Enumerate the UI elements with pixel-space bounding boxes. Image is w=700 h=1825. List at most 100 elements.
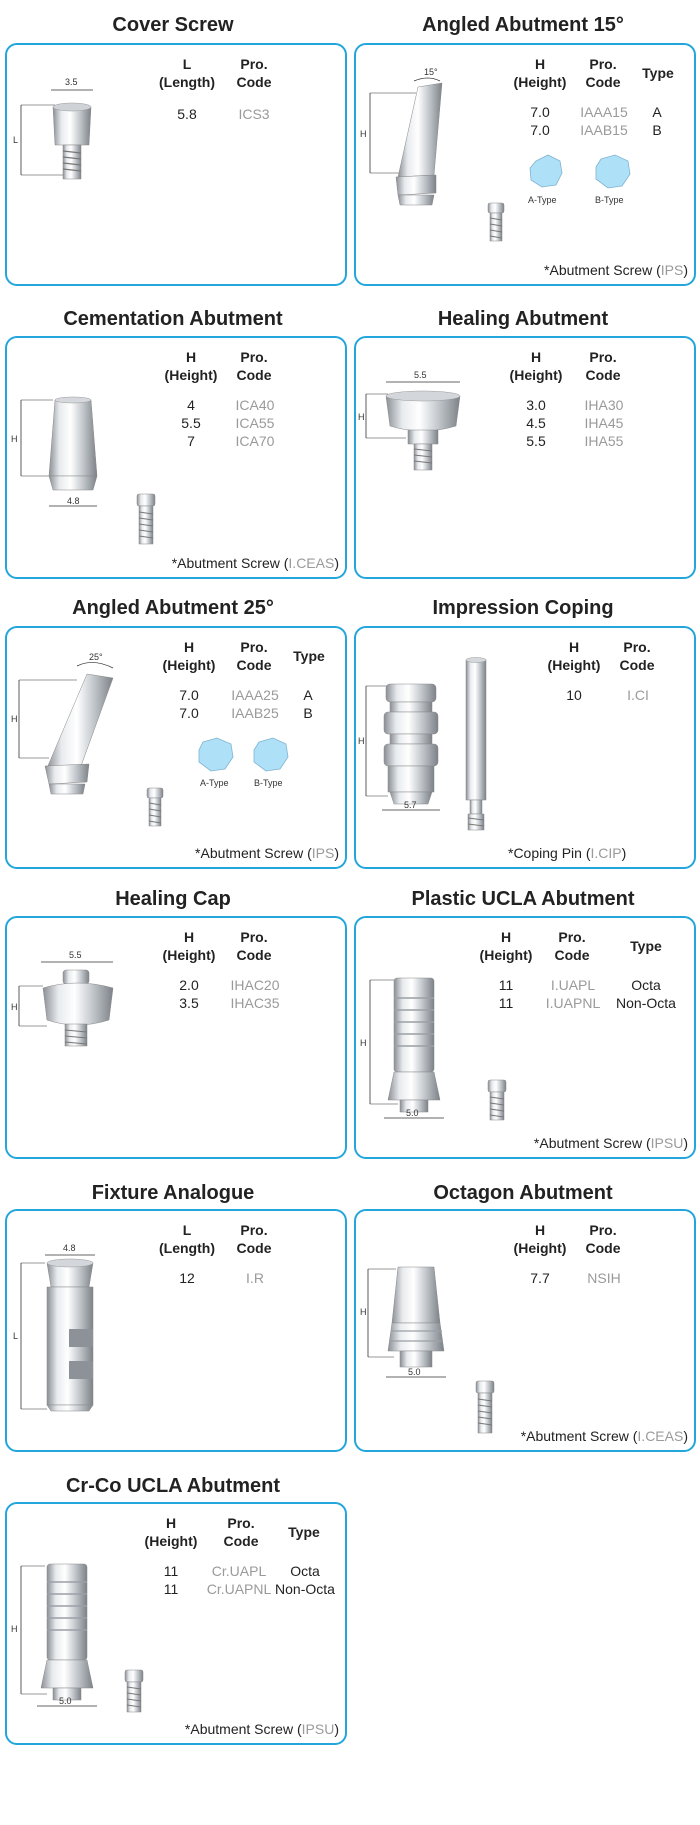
- product-code: IHAC35: [230, 995, 280, 1011]
- impression-coping-title: Impression Coping: [432, 597, 614, 619]
- col-header-height: H(Height): [509, 349, 563, 383]
- height-value: 11: [163, 1581, 179, 1597]
- impression-coping-illustration: H 5.7: [358, 657, 487, 831]
- cementation-abutment-title: Cementation Abutment: [63, 308, 283, 330]
- col-header-code: Pro.Code: [223, 1515, 259, 1549]
- col-header-height: H(Height): [162, 639, 216, 673]
- abutment-screw-note: *Abutment Screw (IPS): [544, 262, 688, 278]
- abutment-screw-note: *Abutment Screw (IPS): [195, 845, 339, 861]
- product-code: IHA30: [584, 397, 624, 413]
- product-code: IHA55: [584, 433, 624, 449]
- col-header-code: Pro.Code: [236, 1222, 272, 1256]
- plastic-ucla-abutment-card: H(Height) Pro.Code Type 11 I.UAPL Octa 1…: [354, 916, 696, 1159]
- impression-coping-card: H(Height) Pro.Code 10 I.CI H 5.7 *Coping…: [354, 626, 696, 869]
- col-header-length: L(Length): [159, 1222, 215, 1256]
- height-dimension-label: H: [11, 1624, 18, 1634]
- width-dimension-label: 5.0: [406, 1108, 419, 1118]
- plastic-ucla-abutment-title: Plastic UCLA Abutment: [411, 888, 635, 910]
- height-value: 5.5: [181, 415, 201, 431]
- cementation-abutment-card: H(Height) Pro.Code 4 ICA40 5.5 ICA55 7 I…: [5, 336, 347, 579]
- angled-abutment-15-card: H(Height) Pro.Code Type 7.0 IAAA15 A 7.0…: [354, 43, 696, 286]
- type-value: A: [303, 687, 313, 703]
- width-dimension-label: 4.8: [67, 496, 80, 506]
- col-header-type: Type: [630, 938, 662, 954]
- height-value: 3.5: [179, 995, 199, 1011]
- type-value: Octa: [290, 1563, 320, 1579]
- fixture-analogue-title: Fixture Analogue: [91, 1182, 255, 1204]
- product-code: ICA55: [235, 415, 275, 431]
- product-code: IHA45: [584, 415, 624, 431]
- height-value: 2.0: [179, 977, 199, 993]
- angle-dimension-label: 15°: [424, 67, 438, 77]
- col-header-code: Pro.Code: [236, 56, 272, 90]
- width-dimension-label: 5.5: [414, 370, 427, 380]
- octagon-a-type-icon: [529, 154, 563, 188]
- fixture-analogue-card: L(Length) Pro.Code 12 I.R 4.8 L: [5, 1209, 347, 1452]
- plastic-ucla-abutment-illustration: H 5.0: [360, 977, 507, 1121]
- col-header-length: L(Length): [159, 56, 215, 90]
- col-header-code: Pro.Code: [585, 349, 621, 383]
- type-value: B: [303, 705, 313, 721]
- octagon-abutment-card: H(Height) Pro.Code 7.7 NSIH H 5.0 *Abutm…: [354, 1209, 696, 1452]
- product-code: IAAB15: [580, 122, 628, 138]
- fixture-analogue-illustration: 4.8 L: [13, 1243, 95, 1412]
- octagon-b-type-icon: [253, 737, 289, 772]
- product-code: I.R: [246, 1270, 264, 1286]
- height-value: 7.7: [530, 1270, 550, 1286]
- height-value: 11: [498, 995, 514, 1011]
- col-header-code: Pro.Code: [236, 929, 272, 963]
- width-dimension-label: 5.0: [408, 1367, 421, 1377]
- height-value: 7.0: [179, 687, 199, 703]
- length-value: 12: [179, 1270, 195, 1286]
- octagon-abutment-title: Octagon Abutment: [433, 1182, 613, 1204]
- type-a-label: A-Type: [528, 195, 557, 205]
- type-b-label: B-Type: [254, 778, 283, 788]
- type-value: Non-Octa: [616, 995, 676, 1011]
- col-header-code: Pro.Code: [554, 929, 590, 963]
- col-header-code: Pro.Code: [585, 1222, 621, 1256]
- product-code: IAAA25: [231, 687, 279, 703]
- width-dimension-label: 5.7: [404, 800, 417, 810]
- product-code: I.CI: [627, 687, 649, 703]
- type-value: Non-Octa: [275, 1581, 335, 1597]
- col-header-type: Type: [293, 648, 325, 664]
- angled-abutment-15-title: Angled Abutment 15°: [422, 14, 624, 36]
- col-header-height: H(Height): [513, 56, 567, 90]
- height-value: 4.5: [526, 415, 546, 431]
- col-header-type: Type: [288, 1524, 320, 1540]
- product-code: I.UAPL: [550, 977, 596, 993]
- cementation-abutment-illustration: H 4.8: [11, 396, 156, 545]
- abutment-screw-note: *Abutment Screw (IPSU): [533, 1135, 688, 1151]
- width-dimension-label: 3.5: [65, 77, 78, 87]
- crco-ucla-abutment-title: Cr-Co UCLA Abutment: [65, 1475, 281, 1497]
- col-header-height: H(Height): [479, 929, 533, 963]
- length-value: 5.8: [177, 106, 197, 122]
- col-header-height: H(Height): [547, 639, 601, 673]
- abutment-screw-note: *Abutment Screw (IPSU): [184, 1721, 339, 1737]
- crco-ucla-abutment-card: H(Height) Pro.Code Type 11 Cr.UAPL Octa …: [5, 1502, 347, 1745]
- cover-screw-card: L(Length) Pro.Code 5.8 ICS3 3.5 L: [5, 43, 347, 286]
- col-header-type: Type: [642, 65, 674, 81]
- product-code: NSIH: [587, 1270, 621, 1286]
- col-header-code: Pro.Code: [619, 639, 655, 673]
- width-dimension-label: 4.8: [63, 1243, 76, 1253]
- height-value: 3.0: [526, 397, 546, 413]
- type-b-label: B-Type: [595, 195, 624, 205]
- col-header-height: H(Height): [164, 349, 218, 383]
- product-code: Cr.UAPL: [211, 1563, 267, 1579]
- angled-abutment-15-illustration: A-Type B-Type 15° H: [360, 67, 631, 242]
- coping-pin-note: *Coping Pin (I.CIP): [508, 845, 627, 861]
- height-value: 7: [187, 433, 195, 449]
- product-code: IAAB25: [231, 705, 279, 721]
- healing-abutment-title: Healing Abutment: [437, 308, 609, 330]
- height-dimension-label: H: [360, 129, 367, 139]
- height-dimension-label: H: [11, 714, 18, 724]
- healing-abutment-card: H(Height) Pro.Code 3.0 IHA30 4.5 IHA45 5…: [354, 336, 696, 579]
- type-a-label: A-Type: [200, 778, 229, 788]
- col-header-height: H(Height): [513, 1222, 567, 1256]
- product-code: ICA70: [235, 433, 275, 449]
- height-value: 10: [566, 687, 582, 703]
- height-dimension-label: H: [11, 1002, 18, 1012]
- type-value: B: [652, 122, 662, 138]
- octagon-b-type-icon: [595, 154, 631, 189]
